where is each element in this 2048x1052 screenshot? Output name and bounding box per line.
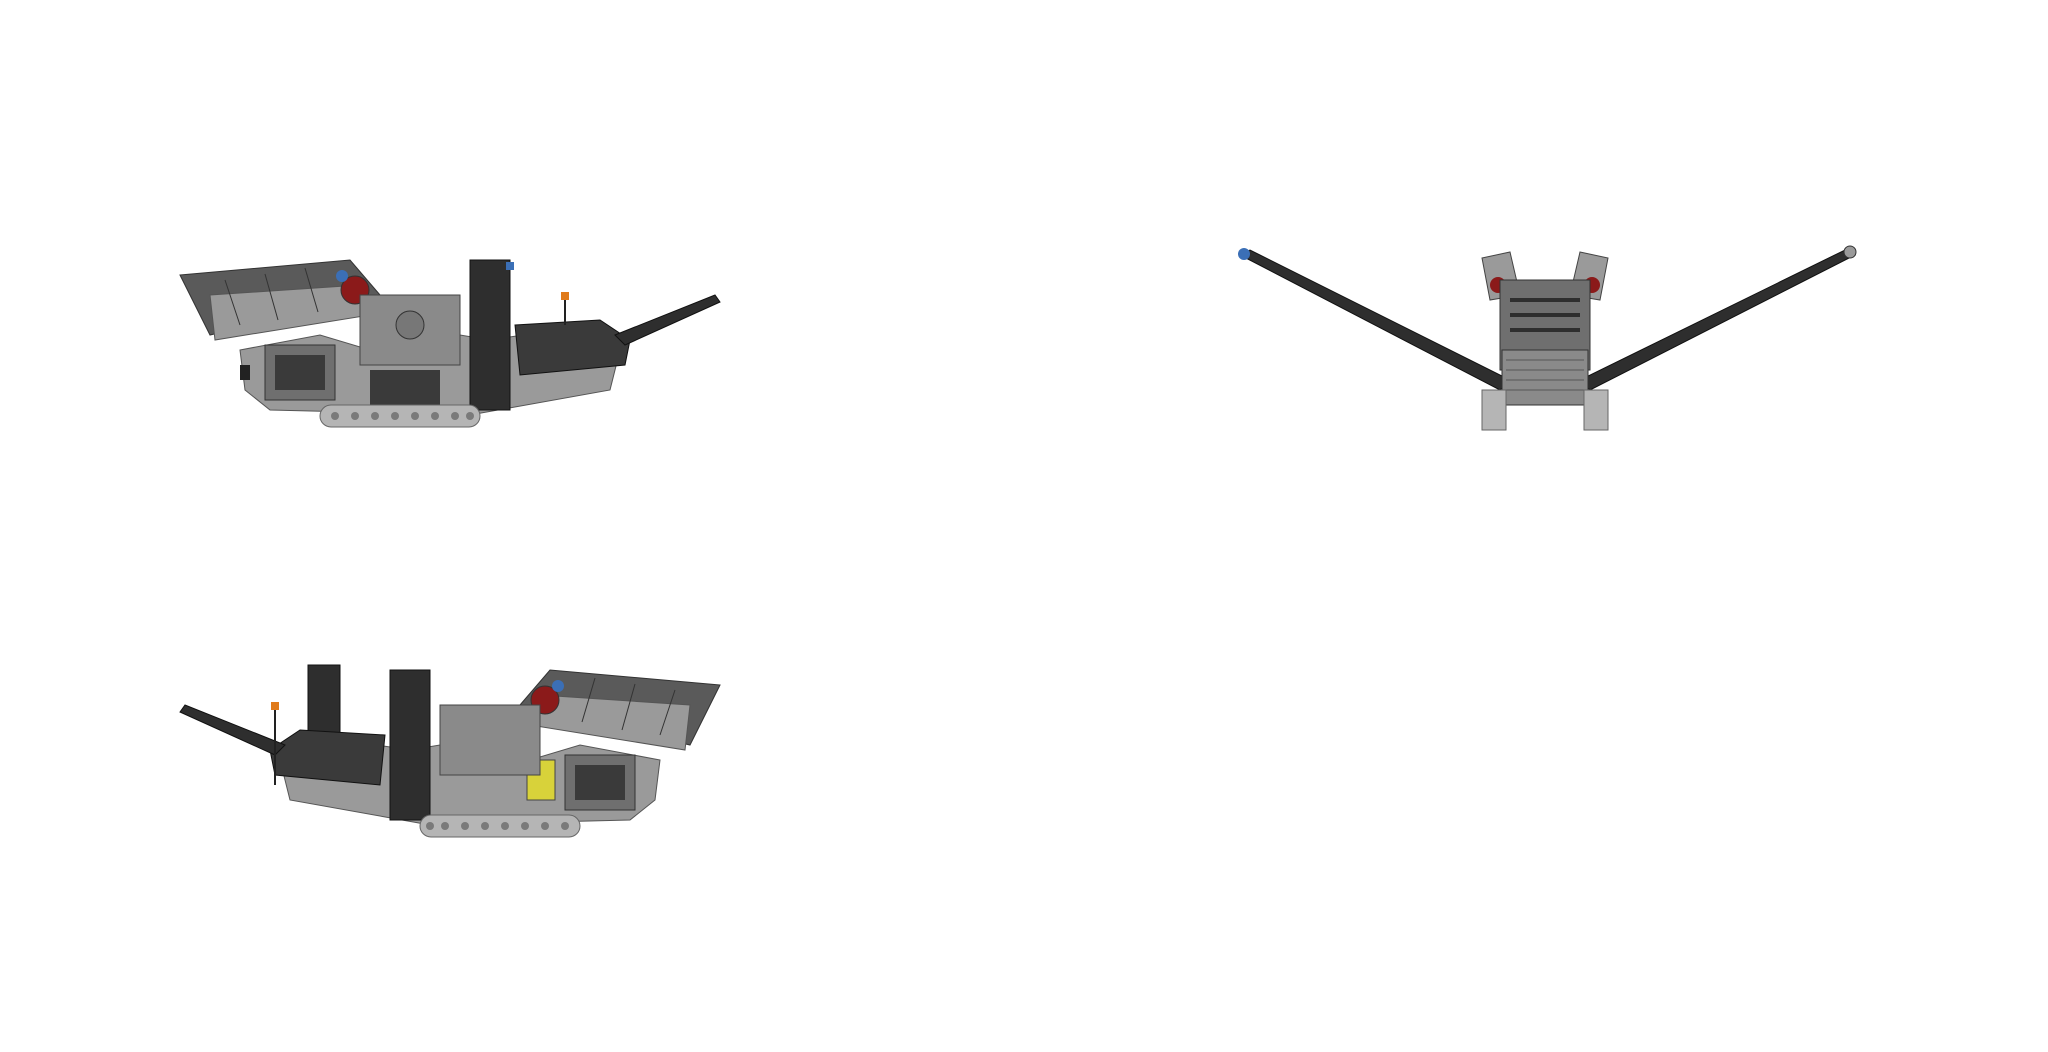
beacon-icon <box>271 702 279 710</box>
right-side-view <box>170 650 730 850</box>
front-view <box>1220 240 1870 450</box>
discharge-conveyor <box>179 704 286 756</box>
left-conveyor-arm <box>1238 249 1511 391</box>
blue-motor-icon <box>336 270 348 282</box>
crusher-front-drawing <box>1238 245 1857 431</box>
right-track <box>1583 389 1609 431</box>
crusher-left-side-drawing <box>179 259 721 428</box>
crusher-right-side-drawing <box>179 664 721 838</box>
vertical-conveyor <box>389 669 431 821</box>
vertical-conveyor <box>469 259 511 411</box>
discharge-conveyor <box>614 294 721 346</box>
crawler-track <box>319 404 481 428</box>
left-side-view <box>170 240 730 440</box>
right-conveyor-arm <box>1579 249 1857 391</box>
beacon-icon <box>561 292 569 300</box>
crawler-track <box>419 814 581 838</box>
discharge-box <box>514 319 631 376</box>
left-track <box>1481 389 1507 431</box>
